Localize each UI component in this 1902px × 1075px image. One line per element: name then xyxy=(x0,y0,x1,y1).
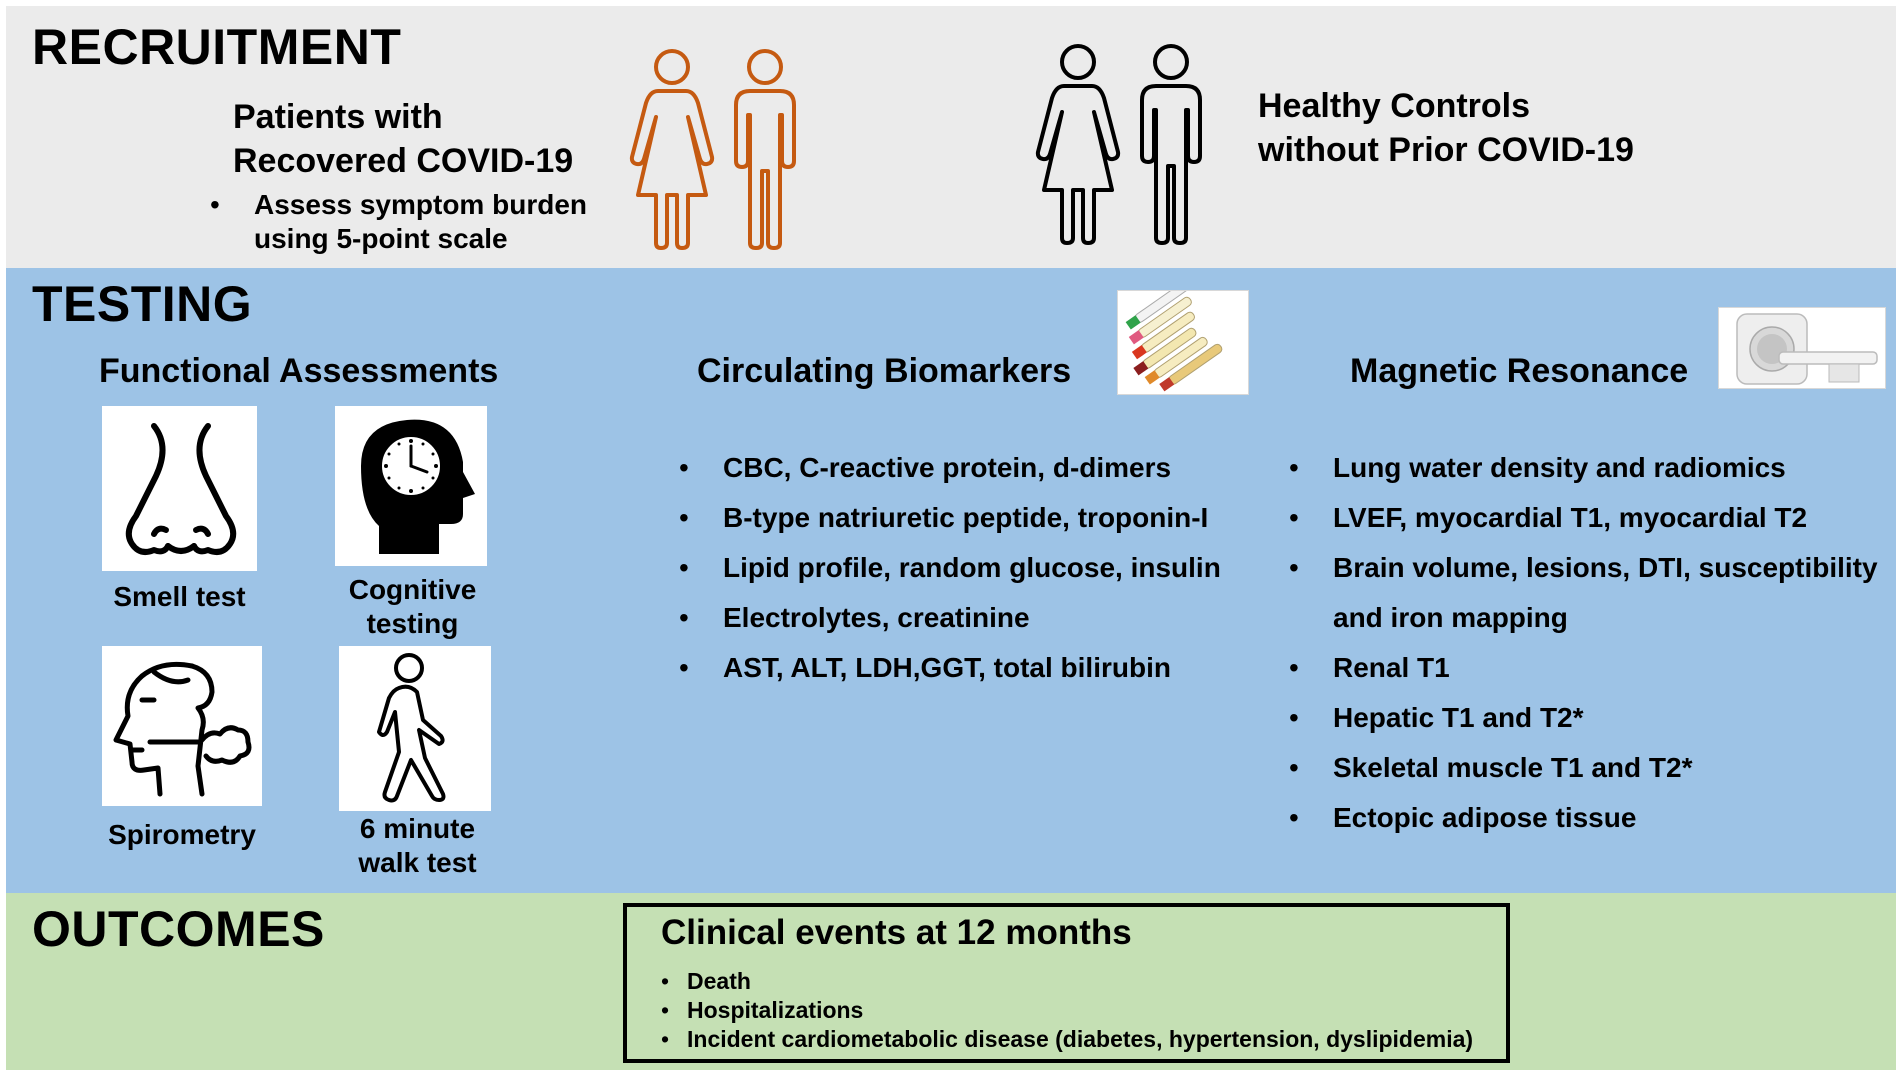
circulating-biomarkers-heading: Circulating Biomarkers xyxy=(697,352,1072,390)
patients-group-label: Patients with Recovered COVID-19 xyxy=(233,95,573,183)
controls-group-label: Healthy Controls without Prior COVID-19 xyxy=(1258,84,1634,172)
list-item: AST, ALT, LDH,GGT, total bilirubin xyxy=(679,643,1221,693)
list-item: LVEF, myocardial T1, myocardial T2 xyxy=(1289,493,1878,543)
list-item: Lipid profile, random glucose, insulin xyxy=(679,543,1221,593)
list-item: Hospitalizations xyxy=(661,996,1473,1025)
nose-icon xyxy=(125,423,237,555)
recruitment-title: RECRUITMENT xyxy=(32,19,402,75)
clinical-events-box: Clinical events at 12 months Death Hospi… xyxy=(623,903,1510,1063)
walk-test-label: 6 minute walk test xyxy=(358,813,477,878)
cognitive-testing-label: Cognitive testing xyxy=(348,574,477,639)
recruitment-section xyxy=(6,6,1896,268)
walk-test-tile xyxy=(339,646,491,811)
magnetic-resonance-list: Lung water density and radiomics LVEF, m… xyxy=(1289,443,1878,843)
list-item-continuation: and iron mapping xyxy=(1333,602,1568,633)
patients-couple-icon xyxy=(629,49,796,250)
cognitive-testing-tile xyxy=(335,406,487,566)
patients-label-line2: Recovered COVID-19 xyxy=(233,142,574,180)
clinical-events-title: Clinical events at 12 months xyxy=(661,913,1132,952)
list-item: Ectopic adipose tissue xyxy=(1289,793,1878,843)
list-item: Death xyxy=(661,967,1473,996)
list-item: CBC, C-reactive protein, d-dimers xyxy=(679,443,1221,493)
functional-assessments-heading: Functional Assessments xyxy=(99,352,499,390)
list-item: Hepatic T1 and T2* xyxy=(1289,693,1878,743)
symptom-bullet-line2: using 5-point scale xyxy=(254,223,508,254)
controls-label-line1: Healthy Controls xyxy=(1258,87,1531,125)
testing-title: TESTING xyxy=(32,276,253,332)
breathing-face-icon xyxy=(113,661,252,797)
list-item: B-type natriuretic peptide, troponin-I xyxy=(679,493,1221,543)
patients-label-line1: Patients with xyxy=(233,98,443,136)
blood-tubes-image xyxy=(1117,281,1249,395)
mri-scanner-image xyxy=(1718,307,1886,389)
symptom-bullet-line1: Assess symptom burden xyxy=(254,189,587,220)
head-clock-icon xyxy=(361,419,475,554)
list-item: Lung water density and radiomics xyxy=(1289,443,1878,493)
magnetic-resonance-heading: Magnetic Resonance xyxy=(1350,352,1689,390)
smell-test-tile xyxy=(102,406,257,571)
healthy-controls-couple-icon xyxy=(1035,44,1202,245)
clinical-events-list: Death Hospitalizations Incident cardiome… xyxy=(661,967,1473,1054)
list-item: Renal T1 xyxy=(1289,643,1878,693)
smell-test-label: Smell test xyxy=(113,581,246,612)
list-item: Skeletal muscle T1 and T2* xyxy=(1289,743,1878,793)
list-item: Brain volume, lesions, DTI, susceptibili… xyxy=(1289,543,1878,593)
biomarkers-list: CBC, C-reactive protein, d-dimers B-type… xyxy=(679,443,1221,693)
list-item: Incident cardiometabolic disease (diabet… xyxy=(661,1025,1473,1054)
list-item: Electrolytes, creatinine xyxy=(679,593,1221,643)
spirometry-tile xyxy=(102,646,262,806)
controls-label-line2: without Prior COVID-19 xyxy=(1258,131,1634,169)
walking-person-icon xyxy=(377,653,446,803)
spirometry-label: Spirometry xyxy=(108,819,256,850)
outcomes-title: OUTCOMES xyxy=(32,901,325,957)
